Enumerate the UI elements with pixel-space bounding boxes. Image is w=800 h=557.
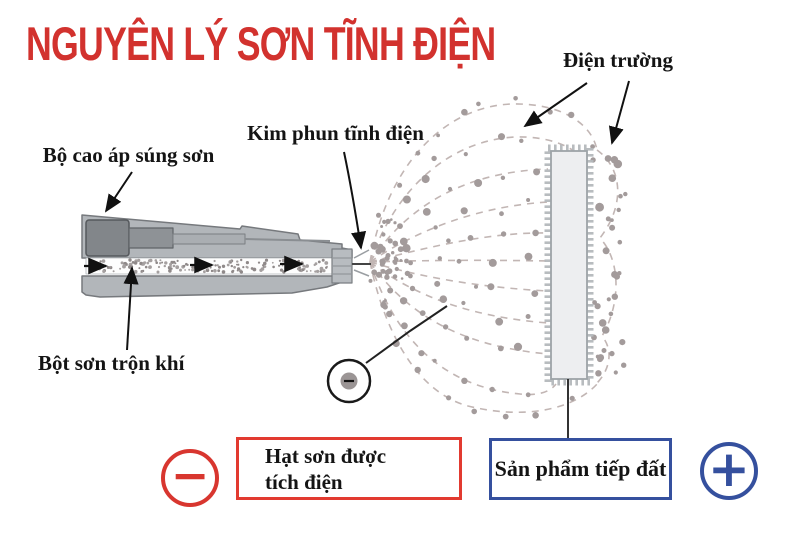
pointer-arrows [104,80,630,351]
label-high-voltage-unit: Bộ cao áp súng sơn [42,143,215,167]
callout-grounded-text: Sản phẩm tiếp đất [494,456,667,481]
arrow-to-needle [343,151,367,250]
gun-mid-block [128,227,174,249]
label-spray-needle: Kim phun tĩnh điện [247,121,424,145]
arrow-to-field-1 [523,82,588,128]
callout-charged-particles: Hạt sơn được tích điện [236,437,462,500]
arrow-to-powder [123,266,139,351]
minus-icon: − [170,448,210,502]
particle-magnifier [326,305,448,404]
positive-pole-badge: + [700,442,758,500]
page-title: NGUYÊN LÝ SƠN TĨNH ĐIỆN [26,17,496,70]
label-electric-field: Điện trường [563,48,673,72]
spray-gun [81,214,371,298]
plus-icon: + [708,439,750,498]
label-powder-air-mix: Bột sơn trộn khí [38,351,185,375]
arrow-to-field-2 [608,80,630,145]
flow-arrows [84,255,305,275]
gun-high-voltage-block [85,219,130,257]
callout-charged-line1: Hạt sơn được [265,444,387,468]
plate-body [550,150,588,380]
callout-grounded-product: Sản phẩm tiếp đất [489,438,672,500]
gun-inner-bar [172,233,246,245]
arrow-to-high-voltage [104,171,133,213]
product-plate [544,144,594,438]
gun-lower-body [81,275,346,298]
negative-pole-badge: − [161,449,219,507]
paint-particle-dots [368,96,628,420]
callout-charged-line2: tích điện [265,470,343,494]
